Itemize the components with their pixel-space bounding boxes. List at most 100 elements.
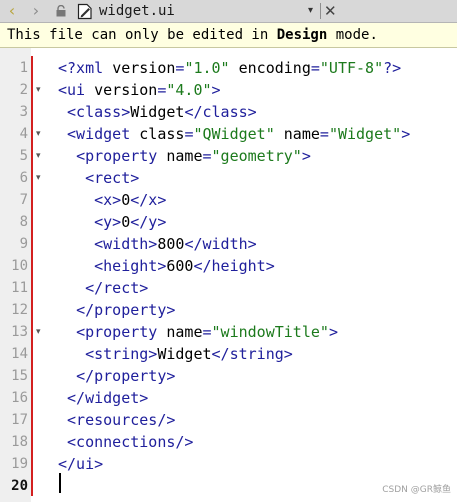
code-token: =: [319, 125, 329, 143]
code-line[interactable]: 16 </widget>: [0, 387, 457, 409]
line-number: 14: [11, 346, 28, 362]
code-text: </property>: [58, 299, 175, 321]
code-token: 0: [121, 213, 131, 231]
code-line[interactable]: 15 </property>: [0, 365, 457, 387]
code-editor[interactable]: 1<?xml version="1.0" encoding="UTF-8"?>2…: [0, 57, 457, 497]
code-line[interactable]: 7 <x>0</x>: [0, 189, 457, 211]
fold-toggle-icon[interactable]: ▾: [36, 85, 41, 95]
code-token: =: [175, 59, 185, 77]
code-text: <rect>: [58, 167, 139, 189]
code-line[interactable]: 11 </rect>: [0, 277, 457, 299]
line-number: 16: [11, 390, 28, 406]
code-token: <property: [76, 147, 167, 165]
code-text: <connections/>: [58, 431, 193, 453]
code-token: <connections/>: [67, 433, 194, 451]
code-text: </ui>: [58, 453, 103, 475]
code-line[interactable]: 14 <string>Widget</string>: [0, 343, 457, 365]
code-text: </property>: [58, 365, 175, 387]
code-line[interactable]: 4▾ <widget class="QWidget" name="Widget"…: [0, 123, 457, 145]
code-token: <y>: [94, 213, 122, 231]
code-line[interactable]: 5 ▾ <property name="geometry">: [0, 145, 457, 167]
code-token: "geometry": [211, 147, 302, 165]
code-line[interactable]: 1<?xml version="1.0" encoding="UTF-8"?>: [0, 57, 457, 79]
fold-toggle-icon[interactable]: ▾: [36, 327, 41, 337]
code-token: <rect>: [85, 169, 140, 187]
fold-toggle-icon[interactable]: ▾: [36, 151, 41, 161]
code-line[interactable]: 18 <connections/>: [0, 431, 457, 453]
code-line[interactable]: 10 <height>600</height>: [0, 255, 457, 277]
code-text: <resources/>: [58, 409, 175, 431]
code-token: name: [166, 323, 203, 341]
line-number: 6: [19, 170, 28, 186]
code-token: 600: [166, 257, 194, 275]
line-number: 9: [19, 236, 28, 252]
toolbar-separator: [320, 3, 321, 19]
code-token: [58, 279, 85, 297]
info-message-suffix: mode.: [327, 27, 378, 43]
code-line[interactable]: 6 ▾ <rect>: [0, 167, 457, 189]
code-text: <class>Widget</class>: [58, 101, 257, 123]
code-token: version: [94, 81, 158, 99]
line-number-gutter: [0, 48, 31, 502]
code-token: [58, 147, 76, 165]
code-token: "UTF-8": [319, 59, 384, 77]
code-line[interactable]: 13▾ <property name="windowTitle">: [0, 321, 457, 343]
lock-icon[interactable]: [55, 5, 67, 17]
line-number: 18: [11, 434, 28, 450]
code-token: "4.0": [166, 81, 212, 99]
code-token: Widget: [157, 345, 212, 363]
code-text: <property name="geometry">: [58, 145, 311, 167]
line-number: 19: [11, 456, 28, 472]
code-line[interactable]: 12 </property>: [0, 299, 457, 321]
line-number: 3: [19, 104, 28, 120]
code-text: <x>0</x>: [58, 189, 166, 211]
info-bar: This file can only be edited in Design m…: [0, 23, 457, 48]
close-icon[interactable]: ✕: [324, 2, 337, 20]
code-token: [58, 301, 76, 319]
code-token: "Widget": [328, 125, 402, 143]
code-token: [58, 389, 67, 407]
code-token: >: [301, 147, 311, 165]
code-token: </x>: [130, 191, 167, 209]
code-token: "1.0": [184, 59, 230, 77]
code-line[interactable]: 3 <class>Widget</class>: [0, 101, 457, 123]
code-line[interactable]: 8 <y>0</y>: [0, 211, 457, 233]
info-message: This file can only be edited in Design m…: [7, 26, 378, 44]
code-line[interactable]: 2 ▾ <ui version="4.0">: [0, 79, 457, 101]
line-number: 17: [11, 412, 28, 428]
fold-toggle-icon[interactable]: ▾: [36, 129, 41, 139]
code-line[interactable]: 9 <width>800</width>: [0, 233, 457, 255]
code-line[interactable]: 19 </ui>: [0, 453, 457, 475]
line-number: 8: [19, 214, 28, 230]
code-token: [58, 103, 67, 121]
code-token: name: [166, 147, 203, 165]
code-line[interactable]: 17 <resources/>: [0, 409, 457, 431]
code-token: "windowTitle": [211, 323, 329, 341]
code-token: </property>: [76, 301, 176, 319]
code-token: [58, 345, 85, 363]
code-token: [58, 367, 76, 385]
code-text: <ui version="4.0">: [58, 79, 221, 101]
code-token: [58, 235, 94, 253]
line-number: 7: [19, 192, 28, 208]
watermark: CSDN @GR鲸鱼: [382, 485, 451, 495]
code-token: [58, 191, 94, 209]
code-token: <widget: [67, 125, 140, 143]
chevron-down-icon[interactable]: ▾: [308, 5, 314, 16]
info-message-prefix: This file can only be edited in: [7, 27, 277, 43]
fold-toggle-icon[interactable]: ▾: [36, 173, 41, 183]
code-token: >: [401, 125, 411, 143]
line-number: 2: [19, 82, 28, 98]
chevron-left-icon[interactable]: ‹: [8, 1, 16, 20]
code-token: <ui: [58, 81, 95, 99]
code-text: <y>0</y>: [58, 211, 166, 233]
code-token: </widget>: [67, 389, 149, 407]
chevron-right-icon[interactable]: ›: [32, 1, 40, 20]
line-number: 1: [19, 60, 28, 76]
code-text: <height>600</height>: [58, 255, 275, 277]
code-token: [58, 169, 85, 187]
line-number: 5: [19, 148, 28, 164]
code-token: [58, 125, 67, 143]
code-line[interactable]: 20: [0, 475, 457, 497]
line-number: 10: [11, 258, 28, 274]
